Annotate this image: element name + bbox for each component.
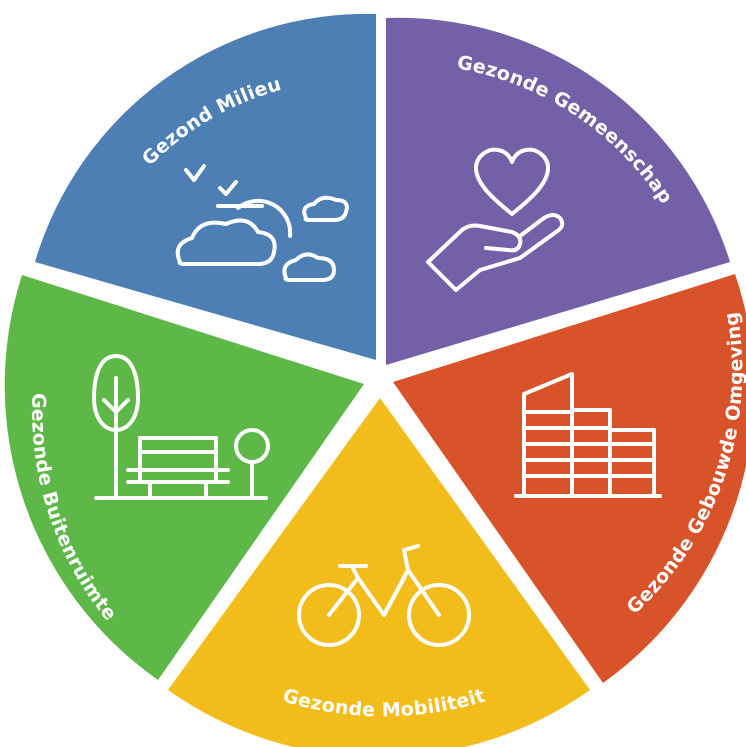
park-bench-trees-icon	[92, 354, 270, 500]
sun-clouds-birds-icon	[175, 164, 349, 282]
segment-gezonde-gebouwde-omgeving	[393, 274, 746, 683]
heart-in-hand-icon	[426, 147, 565, 292]
buildings-icon	[514, 372, 662, 498]
segment-gezond-milieu	[35, 13, 376, 360]
segment-gezonde-mobiliteit	[168, 398, 590, 747]
bicycle-icon	[297, 544, 471, 647]
